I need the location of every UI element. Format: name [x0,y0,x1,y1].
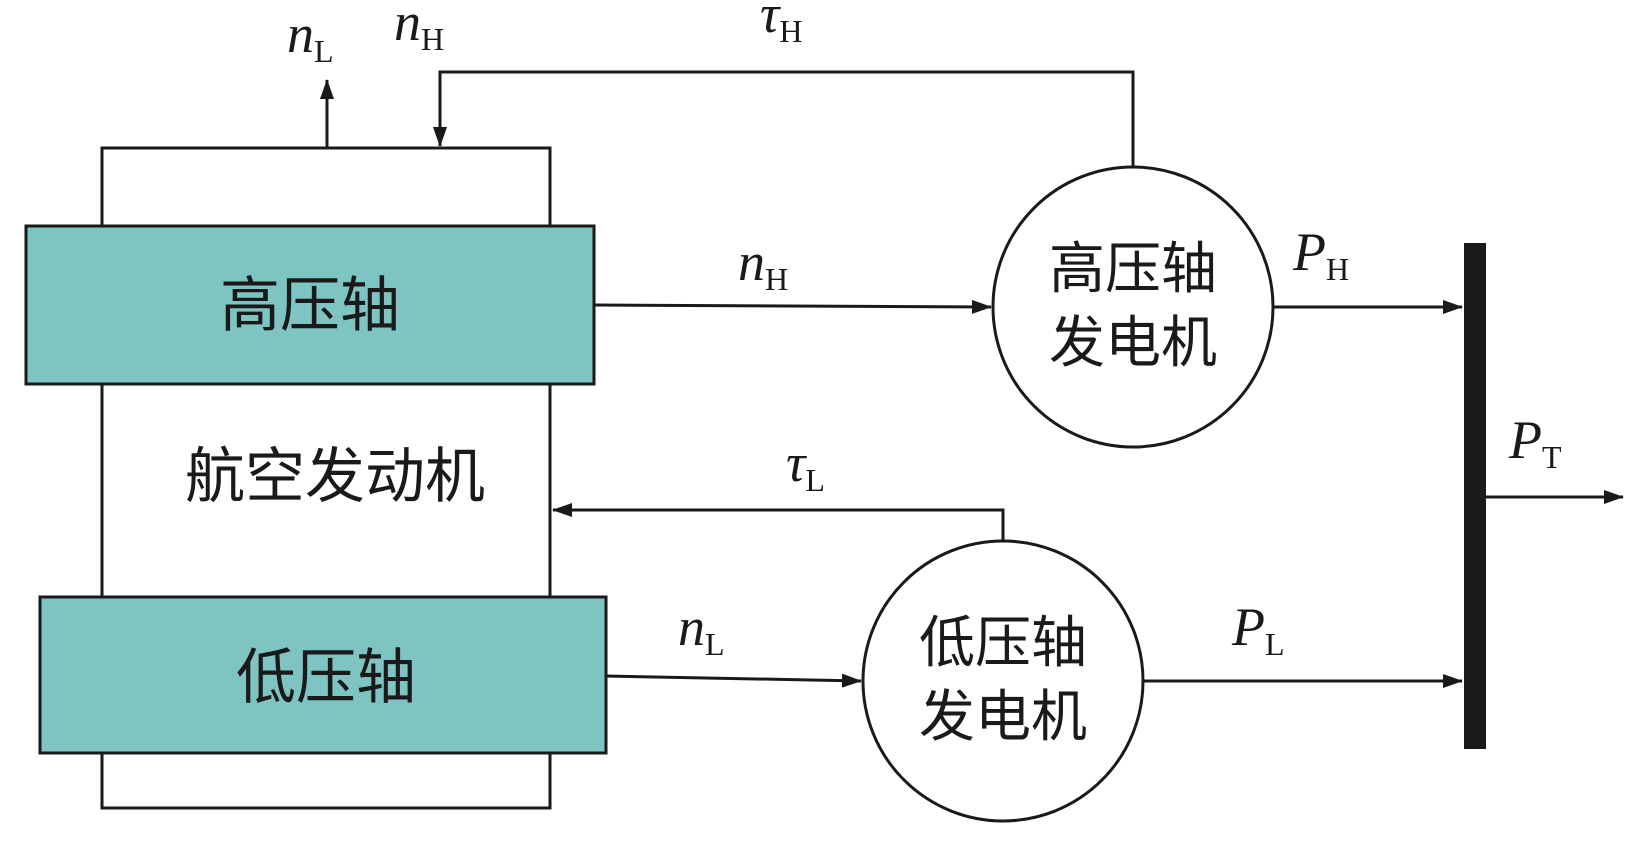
nH-to-generator-arrow [593,299,992,314]
high-generator-label-line1: 高压轴 [1049,237,1217,302]
power-bus-bar [1464,243,1486,749]
label-nH-generator: nH [738,232,788,297]
label-PH: PH [1292,222,1349,287]
tauL-feedback-arrow [552,503,1005,541]
high-generator-label-line2: 发电机 [1049,311,1217,376]
label-tauH: τH [760,0,802,49]
high-pressure-shaft-label: 高压轴 [220,271,400,341]
low-pressure-shaft-block [38,595,608,755]
label-PT: PT [1508,410,1562,475]
label-PL: PL [1231,597,1285,662]
nL-to-generator-arrow [605,673,862,688]
tauH-feedback-arrow [433,70,1135,167]
low-generator-label-line1: 低压轴 [919,611,1087,676]
label-tauL: τL [786,433,825,498]
label-nL-top: nL [287,4,334,69]
low-pressure-shaft-label: 低压轴 [236,643,416,713]
high-pressure-generator [991,165,1275,449]
low-generator-label-line2: 发电机 [919,685,1087,750]
label-nH-top: nH [394,0,444,57]
aero-engine-label: 航空发动机 [185,442,485,512]
label-nL-generator: nL [678,597,725,662]
high-pressure-shaft-block [24,224,596,386]
low-pressure-generator [861,539,1145,823]
